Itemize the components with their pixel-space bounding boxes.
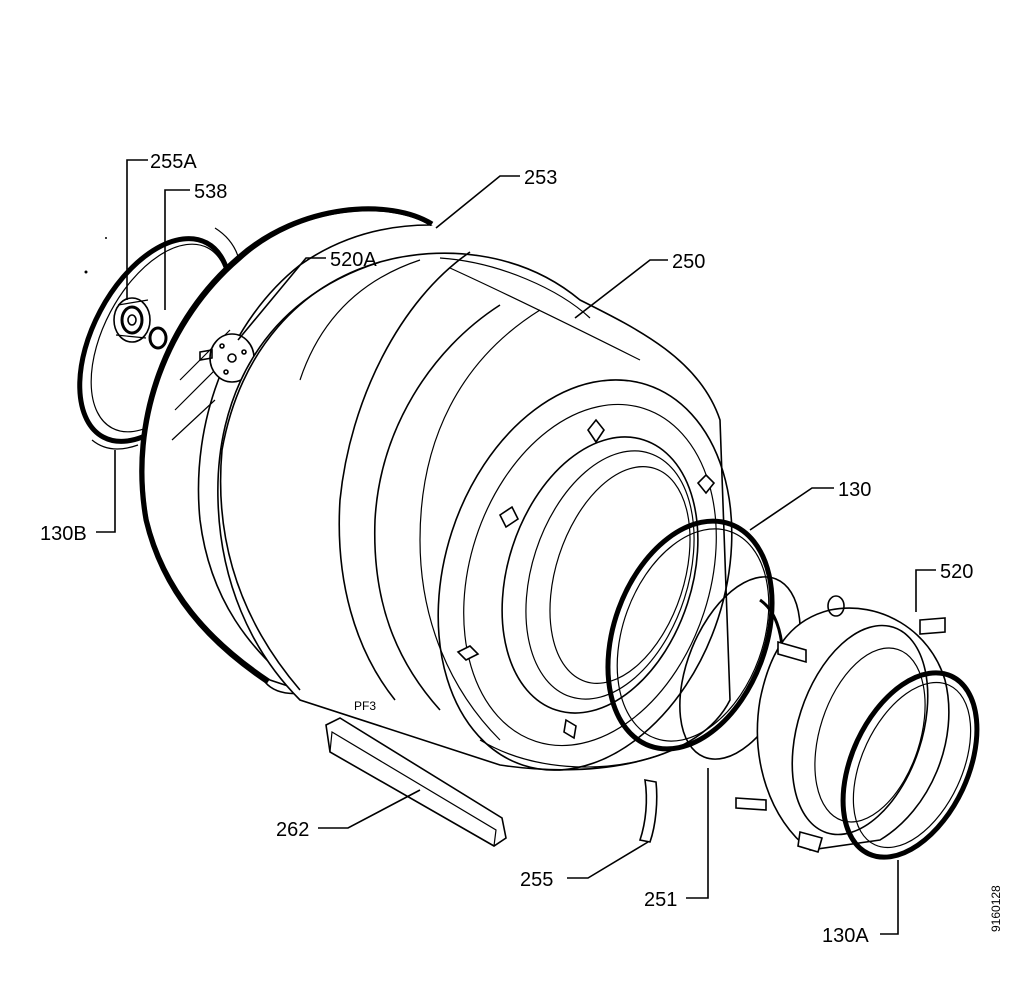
front-flange-520 [735, 595, 950, 853]
label-251: 251 [644, 889, 677, 911]
drum-body-250 [217, 251, 731, 771]
seal-ring-130 [605, 518, 775, 752]
label-250: 250 [672, 251, 705, 273]
part-labels: 255A 538 253 520A 250 130B 130 520 262 2… [40, 151, 1003, 947]
drum-front-face [437, 379, 733, 771]
shaft-flange-520a [199, 333, 255, 383]
speck [105, 237, 107, 239]
bearing-hub-255a [113, 297, 151, 343]
label-130b: 130B [40, 523, 87, 545]
reference-number: 9160128 [989, 885, 1003, 932]
gasket-130a [840, 670, 980, 860]
label-255: 255 [520, 869, 553, 891]
leader-lines [96, 159, 936, 935]
label-262: 262 [276, 819, 309, 841]
baffle-262 [325, 717, 507, 847]
label-253: 253 [524, 167, 557, 189]
label-255a: 255A [150, 151, 197, 173]
stamp-pf3: PF3 [354, 699, 376, 713]
label-538: 538 [194, 181, 227, 203]
washer-538 [148, 326, 168, 350]
clip-255 [638, 779, 658, 843]
label-130a: 130A [822, 925, 869, 947]
label-520a: 520A [330, 249, 377, 271]
label-520: 520 [940, 561, 973, 583]
speck [84, 270, 88, 274]
label-130: 130 [838, 479, 871, 501]
